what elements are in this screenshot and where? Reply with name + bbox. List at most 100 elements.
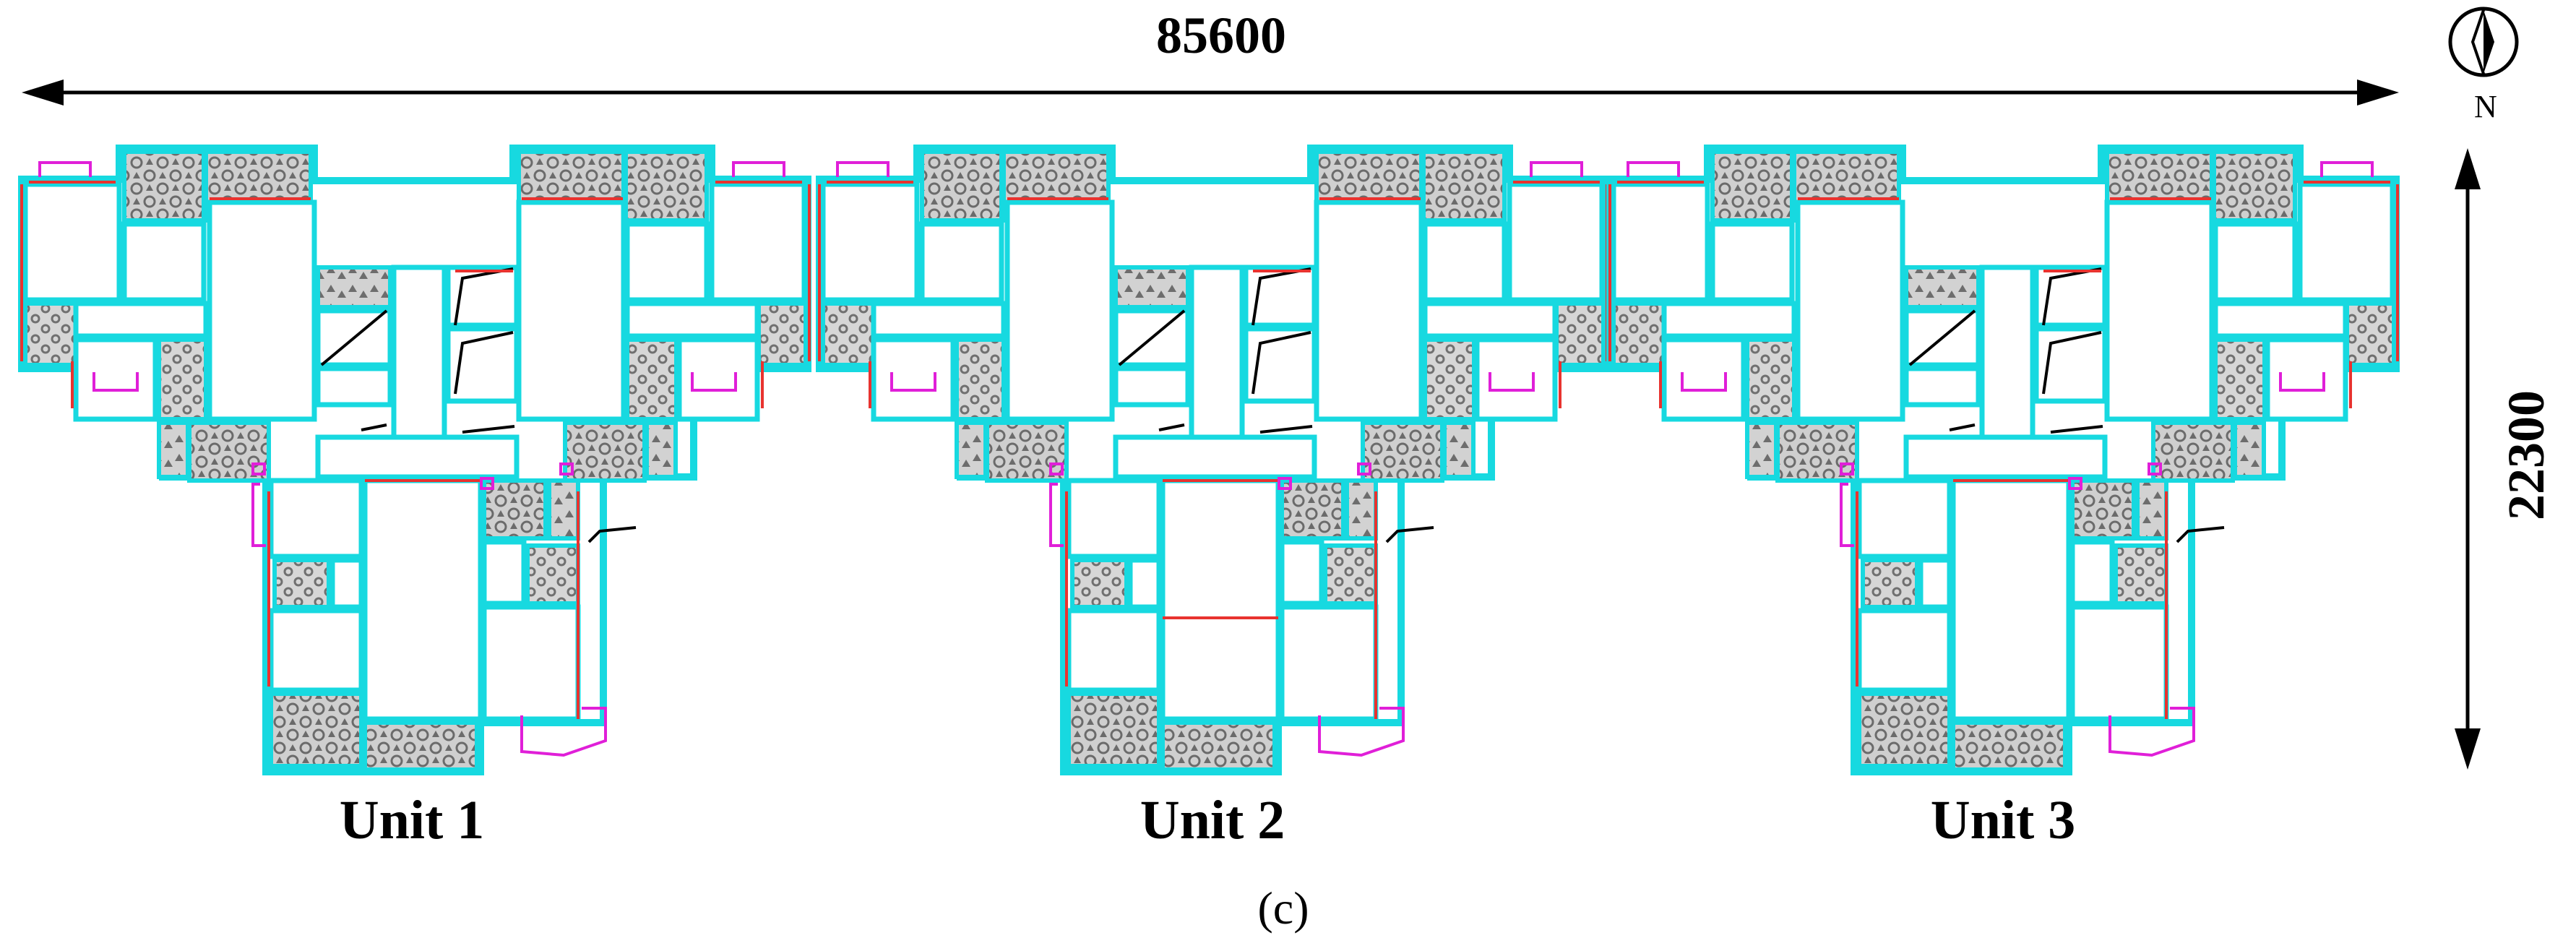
small-marker	[1049, 462, 1064, 476]
room	[820, 181, 920, 303]
room	[1856, 608, 1952, 693]
hatched-area	[2213, 337, 2267, 421]
room	[1611, 181, 1710, 303]
north-letter: N	[2474, 89, 2497, 124]
hatched-area	[157, 421, 190, 479]
small-marker	[1357, 462, 1371, 476]
lobby	[1903, 434, 2108, 480]
room	[2213, 221, 2298, 303]
room	[1918, 557, 1952, 610]
lift-shaft	[391, 264, 447, 440]
overall-width-dimension	[22, 79, 2399, 106]
room	[22, 181, 122, 303]
stair	[2033, 326, 2108, 404]
hatched-area	[2151, 421, 2235, 483]
hatched-area	[316, 265, 392, 309]
room	[919, 221, 1004, 303]
lobby	[315, 434, 520, 480]
hatched-area	[157, 337, 208, 421]
hatched-area	[2070, 478, 2136, 541]
small-marker	[2148, 462, 2162, 476]
hatched-area	[1345, 478, 1378, 541]
overall-depth-label: 22300	[2497, 390, 2555, 520]
stair-line	[587, 526, 637, 543]
hatched-area	[1113, 265, 1190, 309]
stair-line	[2050, 425, 2103, 434]
hatched-area	[1951, 720, 2067, 772]
room	[624, 221, 710, 303]
hatched-area	[269, 692, 363, 768]
stair-line	[2042, 331, 2102, 395]
balcony	[251, 483, 266, 547]
unit-3-label: Unit 3	[1930, 790, 2076, 851]
hatched-area	[1611, 301, 1666, 367]
room	[268, 478, 364, 559]
hatched-area	[187, 421, 271, 483]
unit-1-plan	[18, 145, 811, 775]
depth-arrow-bottom	[2455, 728, 2481, 770]
hatched-area	[525, 543, 580, 606]
room	[2069, 539, 2115, 606]
hatched-area	[985, 421, 1069, 483]
hatched-area	[1070, 558, 1129, 609]
small-marker	[251, 462, 266, 476]
balcony	[691, 372, 737, 392]
hatched-area	[122, 150, 206, 223]
unit-2-label: Unit 2	[1140, 790, 1285, 851]
hatched-area	[625, 337, 679, 421]
room	[1127, 557, 1162, 610]
room	[481, 604, 581, 722]
room	[1661, 337, 1746, 422]
room	[871, 337, 956, 422]
balcony	[2279, 372, 2325, 392]
balcony	[2320, 161, 2374, 177]
stair-line	[1252, 331, 1311, 395]
hatched-area	[2345, 301, 2396, 367]
depth-arrow-top	[2455, 148, 2481, 189]
balcony	[38, 161, 92, 177]
room	[709, 181, 807, 303]
room	[1066, 478, 1162, 559]
hatched-area	[547, 478, 580, 541]
hatched-area	[624, 150, 709, 223]
unit-1-label: Unit 1	[339, 790, 485, 851]
room	[1160, 478, 1281, 722]
hatched-area	[645, 421, 678, 479]
hatched-area	[955, 421, 988, 479]
room	[1422, 221, 1507, 303]
balcony	[836, 161, 889, 177]
room	[121, 221, 207, 303]
lift-shaft	[1979, 264, 2036, 440]
hatched-area	[1554, 301, 1606, 367]
stair-line	[462, 425, 515, 434]
room	[2069, 604, 2169, 722]
room	[1903, 366, 1981, 408]
hatched-area	[1861, 558, 1919, 609]
room	[1279, 539, 1324, 606]
hatched-area	[1423, 337, 1476, 421]
north-compass-icon	[2448, 7, 2519, 77]
room	[1113, 366, 1191, 408]
stair-line	[320, 309, 388, 366]
room	[1507, 181, 1605, 303]
balcony	[1049, 483, 1064, 547]
balcony	[2108, 707, 2195, 757]
room	[1950, 478, 2072, 722]
balcony	[92, 372, 139, 392]
stair-line	[454, 331, 514, 395]
unit-3-plan	[1606, 145, 2400, 775]
room	[1795, 199, 1905, 422]
hatched-area	[1904, 265, 1981, 309]
hatched-area	[955, 337, 1006, 421]
hatched-area	[363, 720, 479, 772]
hatched-area	[1361, 421, 1444, 483]
small-marker	[480, 477, 494, 490]
corridor	[1661, 301, 1797, 339]
balcony	[520, 707, 607, 757]
hatched-area	[272, 558, 331, 609]
room	[362, 478, 483, 722]
room	[1004, 199, 1115, 422]
hatched-area	[563, 421, 647, 483]
corridor	[73, 301, 209, 339]
